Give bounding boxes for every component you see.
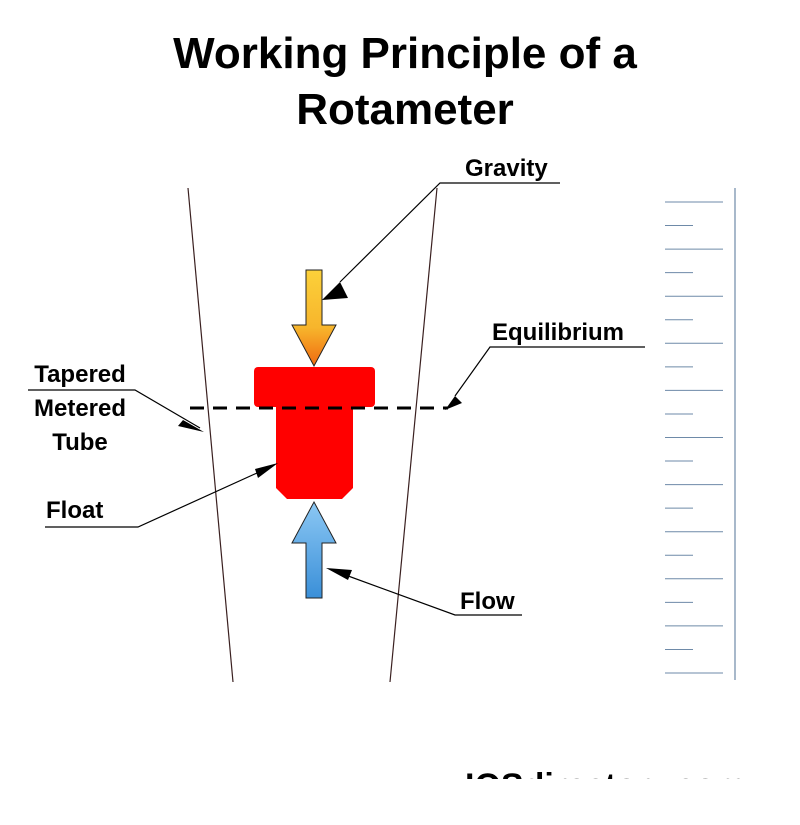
flow-arrow-icon — [291, 500, 337, 599]
gravity-arrow-icon — [291, 269, 337, 368]
float-head — [254, 367, 375, 407]
tube-right-wall — [389, 187, 438, 683]
tube-arrowhead-icon — [178, 420, 204, 432]
tube-label-2: Metered — [34, 395, 126, 422]
title-line-1: Working Principle of a — [173, 29, 637, 78]
float-arrowhead-icon — [255, 463, 278, 478]
float-leader — [45, 467, 269, 528]
equilibrium-label: Equilibrium — [492, 319, 624, 346]
equilibrium-arrowhead-icon — [445, 396, 462, 410]
flow-label: Flow — [460, 588, 515, 615]
title-line-2: Rotameter — [296, 85, 514, 134]
float-body — [276, 407, 353, 499]
tube-label-3: Tube — [52, 429, 108, 456]
gravity-label: Gravity — [465, 155, 548, 182]
gravity-arrowhead-icon — [322, 282, 348, 300]
scale-ticks — [665, 201, 723, 674]
equilibrium-leader — [454, 346, 645, 397]
float-label: Float — [46, 497, 103, 524]
flow-leader — [339, 572, 522, 616]
flow-arrowhead-icon — [326, 568, 352, 580]
gravity-leader — [339, 182, 560, 283]
watermark-logo: IQSdirectory.com — [465, 767, 746, 805]
tube-left-wall — [187, 187, 234, 683]
tube-label-1: Tapered — [34, 361, 126, 388]
tube-leader — [28, 389, 201, 429]
